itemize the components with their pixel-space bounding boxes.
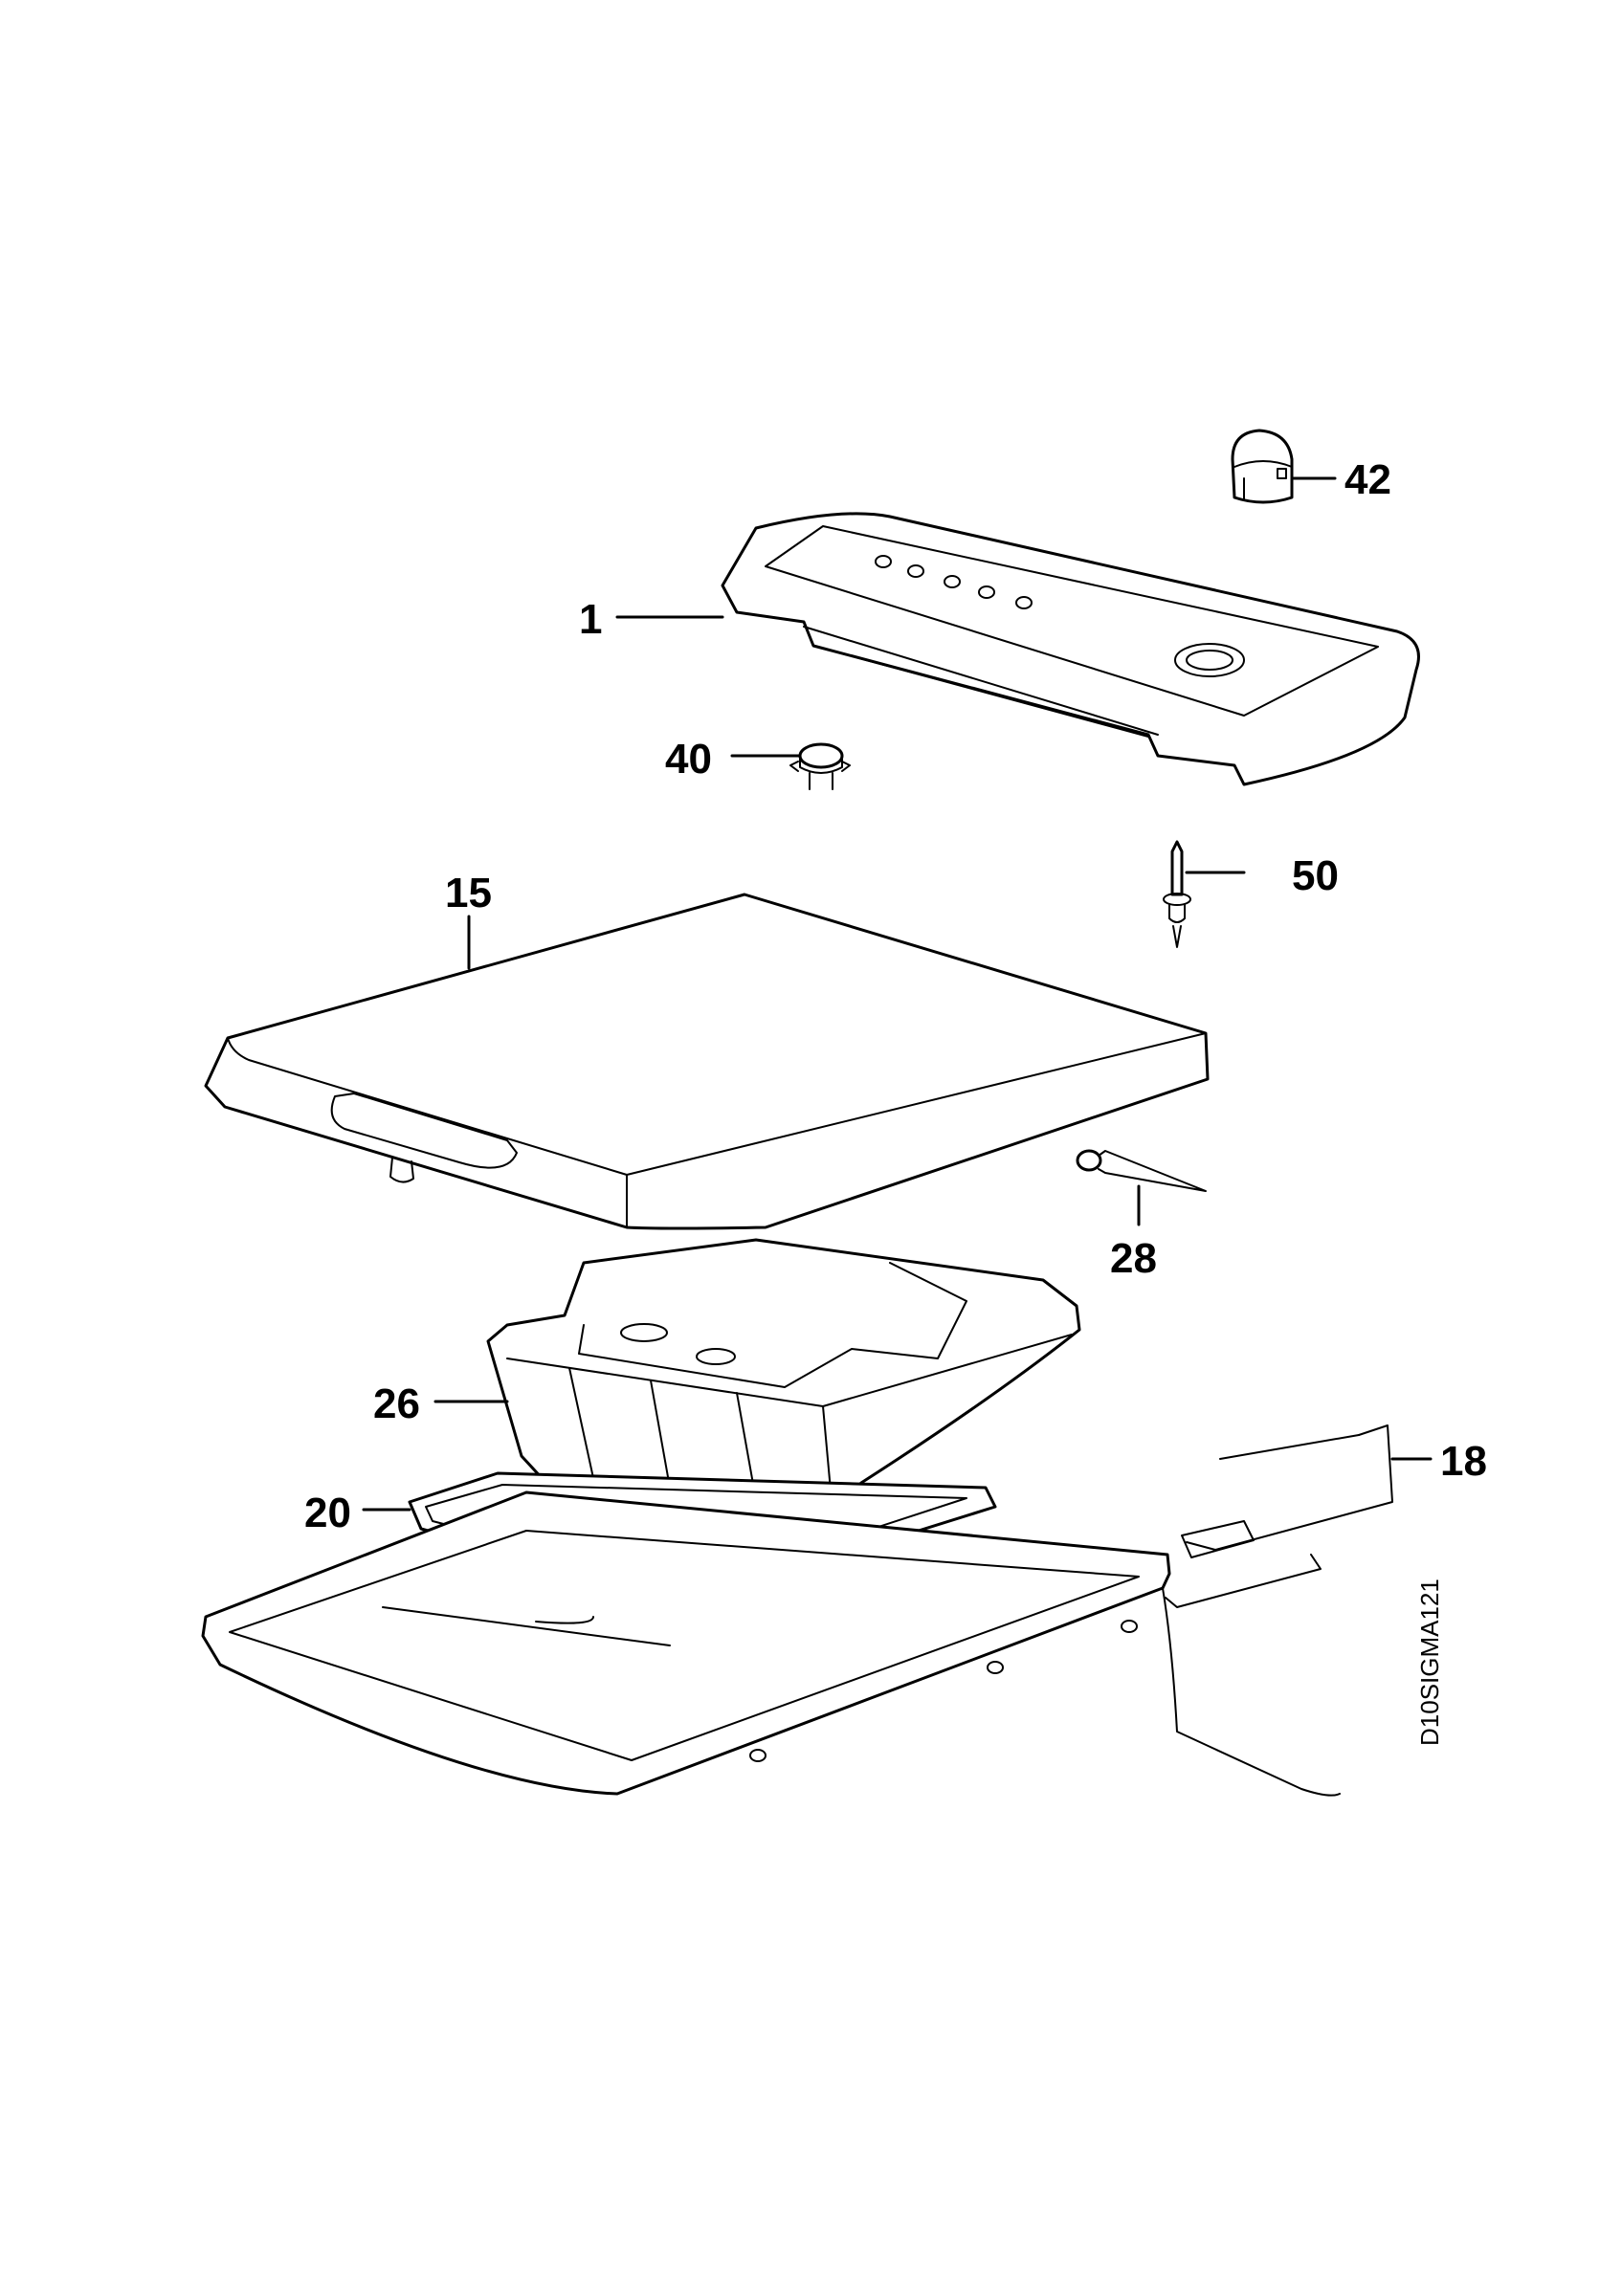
callout-40: 40	[665, 736, 712, 783]
part-1-control-panel	[721, 512, 1420, 786]
part-40-clip	[789, 742, 851, 790]
part-28-pin	[1076, 1149, 1207, 1192]
callout-15: 15	[445, 870, 492, 916]
callout-20: 20	[304, 1490, 351, 1536]
callout-28: 28	[1110, 1235, 1157, 1282]
callout-50: 50	[1292, 852, 1339, 899]
callout-42: 42	[1344, 456, 1391, 503]
callout-26: 26	[373, 1380, 420, 1427]
part-15-lid	[204, 893, 1210, 1230]
part-18-top-plate	[201, 1424, 1393, 1797]
part-42-knob	[1231, 429, 1294, 504]
drawing-code: D10SIGMA121	[1415, 1578, 1444, 1746]
callout-18: 18	[1440, 1438, 1487, 1485]
part-50-rivet	[1163, 840, 1191, 948]
callout-1: 1	[579, 596, 602, 643]
